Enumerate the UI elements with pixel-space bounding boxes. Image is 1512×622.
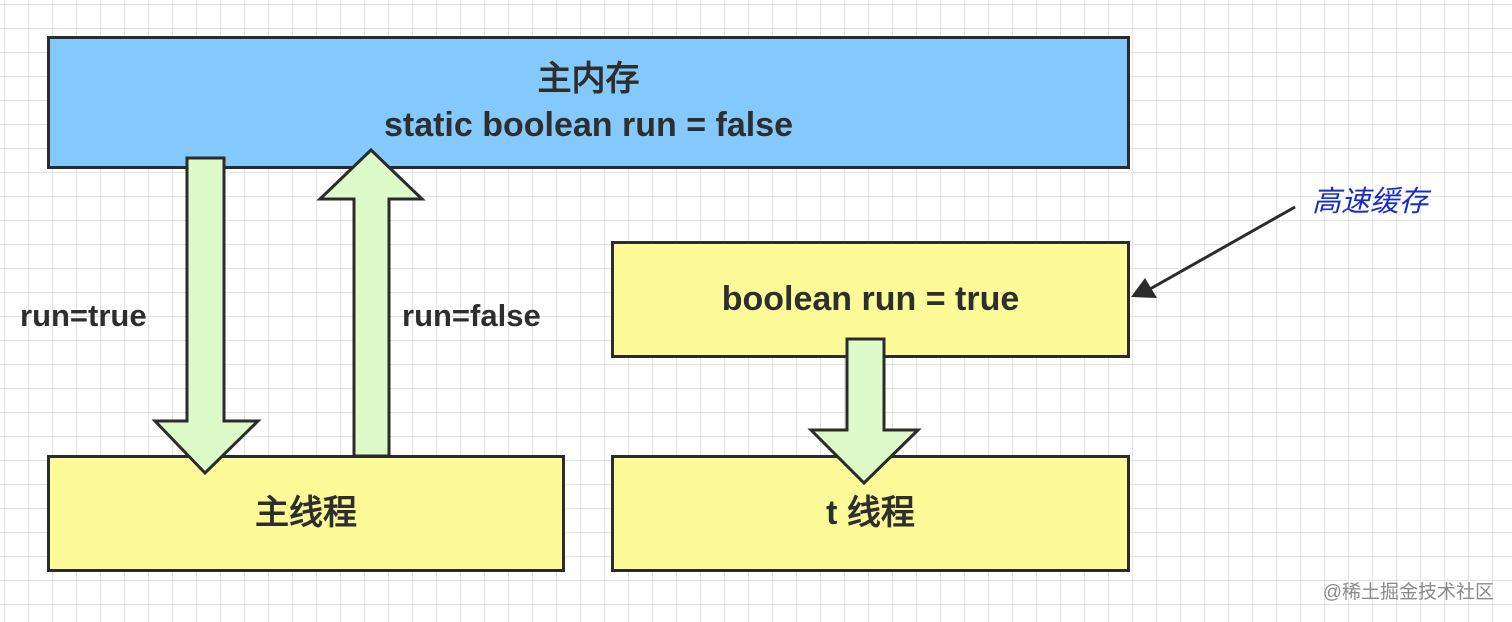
arrow-down-cache — [807, 337, 922, 486]
main-thread-label: 主线程 — [255, 493, 357, 532]
cache-code: boolean run = true — [721, 279, 1020, 318]
arrow-down-read — [151, 156, 262, 476]
t-thread-label: t 线程 — [826, 493, 915, 532]
main-memory-code: static boolean run = false — [383, 105, 794, 144]
main-memory-title: 主内存 — [537, 59, 640, 98]
arrow-up-write — [316, 147, 426, 458]
cache-annotation: 高速缓存 — [1312, 186, 1429, 218]
cache-box: boolean run = true — [611, 241, 1130, 358]
write-arrow-label: run=false — [402, 298, 541, 333]
annotation-pointer-head — [1131, 278, 1157, 298]
read-arrow-label: run=true — [20, 298, 147, 333]
main-memory-box: 主内存 static boolean run = false — [47, 36, 1130, 169]
annotation-pointer-line — [1149, 205, 1296, 291]
main-thread-box: 主线程 — [47, 455, 565, 572]
site-watermark: @稀土掘金技术社区 — [1322, 582, 1494, 603]
